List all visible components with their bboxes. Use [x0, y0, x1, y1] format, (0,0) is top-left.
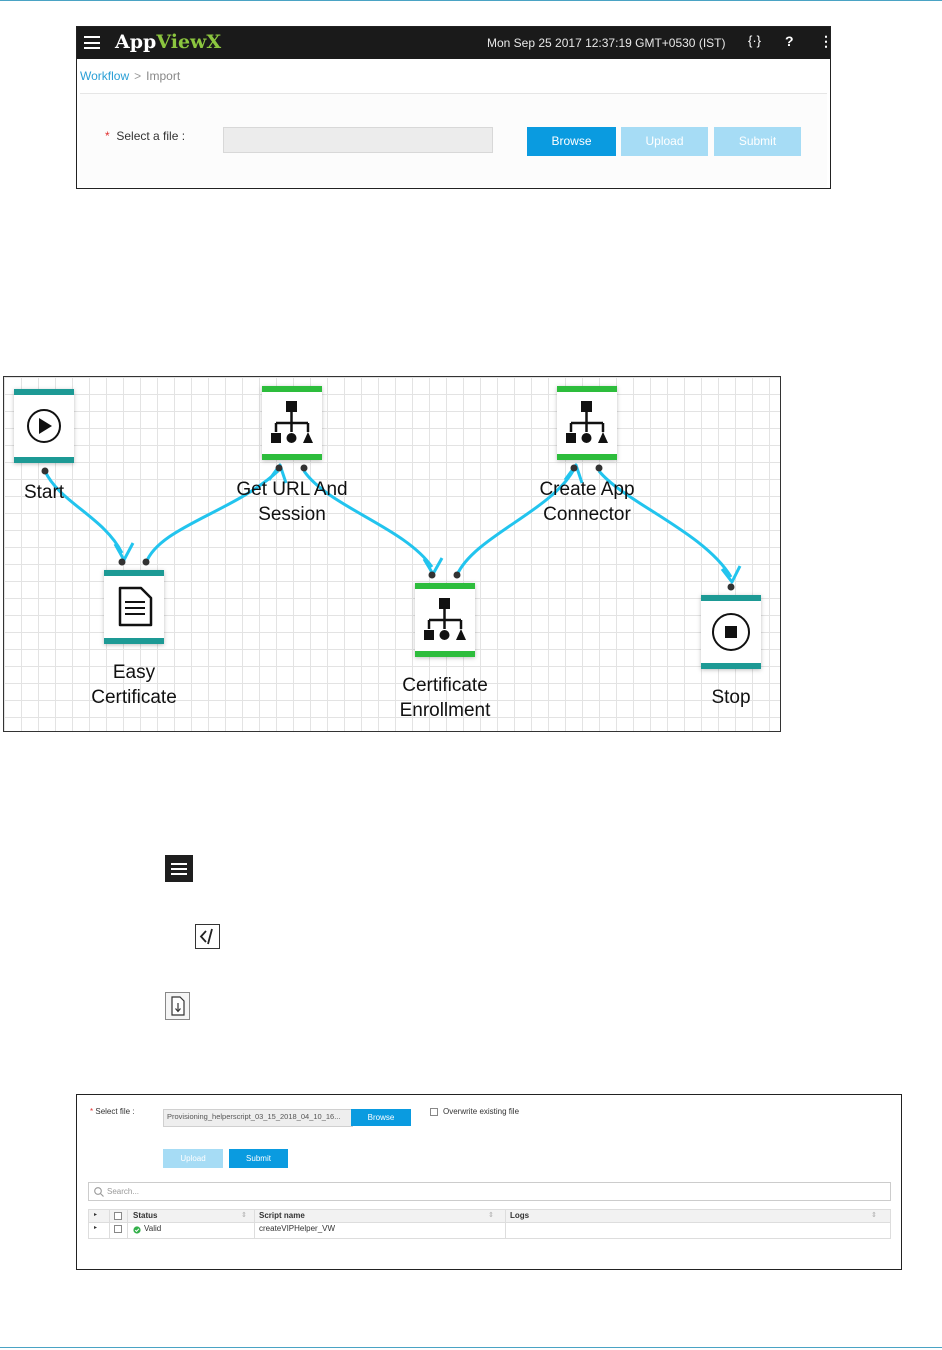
- hamburger-menu-icon[interactable]: [84, 36, 100, 49]
- column-header-status[interactable]: Status: [133, 1211, 158, 1220]
- node-create-app-connector[interactable]: [557, 386, 617, 460]
- port-easy-cert-out: [142, 558, 150, 566]
- help-icon[interactable]: ?: [785, 33, 794, 49]
- connection-ports: [41, 464, 735, 591]
- upload-button[interactable]: Upload: [621, 127, 708, 156]
- select-file-label: * Select a file :: [105, 129, 186, 143]
- top-bar: AppViewX Mon Sep 25 2017 12:37:19 GMT+05…: [77, 27, 833, 59]
- submit-button[interactable]: Submit: [714, 127, 801, 156]
- scripts-table: ▸ Status ⇕ Script name ⇕ Logs ⇕ ▸ Valid …: [88, 1209, 891, 1239]
- column-header-logs[interactable]: Logs: [510, 1211, 530, 1220]
- port-cert-enroll-out: [453, 571, 461, 579]
- row-checkbox[interactable]: [114, 1225, 122, 1233]
- file-path-field[interactable]: [223, 127, 493, 153]
- node-easy-certificate[interactable]: [104, 570, 164, 644]
- connector-get-url-to-certificate-enrollment: [302, 470, 434, 568]
- arrowhead-stop: [720, 565, 742, 584]
- document-icon: [118, 586, 153, 627]
- hierarchy-icon: [424, 598, 466, 640]
- provisioning-import-screenshot: * Select file : Provisioning_helperscrip…: [76, 1094, 902, 1270]
- search-input[interactable]: Search...: [88, 1182, 891, 1201]
- search-placeholder: Search...: [107, 1187, 140, 1196]
- upload-button[interactable]: Upload: [163, 1149, 223, 1168]
- table-header: [89, 1210, 890, 1223]
- sort-icon[interactable]: ⇕: [488, 1212, 494, 1219]
- more-options-icon[interactable]: ⋮: [819, 33, 833, 49]
- row-script-name: createVIPHelper_VW: [259, 1224, 336, 1233]
- breadcrumb-current: Import: [146, 69, 181, 83]
- hierarchy-icon: [566, 401, 608, 443]
- port-cert-enroll-in: [428, 571, 436, 579]
- node-get-url-and-session[interactable]: [262, 386, 322, 460]
- overwrite-checkbox[interactable]: [430, 1108, 438, 1116]
- expand-all-icon[interactable]: ▸: [94, 1212, 98, 1218]
- connector-lines: [43, 469, 733, 578]
- port-create-app-out: [595, 464, 603, 472]
- connector-certificate-enrollment-to-create-app: [455, 470, 575, 576]
- top-rule: [0, 0, 942, 1]
- select-file-label: * Select file :: [90, 1107, 135, 1116]
- breadcrumb: Workflow > Import: [80, 69, 180, 83]
- breadcrumb-workflow-link[interactable]: Workflow: [80, 69, 130, 83]
- connector-easy-certificate-to-get-url: [144, 469, 280, 564]
- sort-icon[interactable]: ⇕: [871, 1212, 877, 1219]
- sort-icon[interactable]: ⇕: [241, 1212, 247, 1219]
- browse-button[interactable]: Browse: [351, 1109, 411, 1126]
- search-icon: [94, 1187, 104, 1197]
- port-create-app-in: [570, 464, 578, 472]
- valid-check-icon: [133, 1226, 141, 1234]
- hamburger-menu-icon: [165, 855, 193, 882]
- file-import-icon: [165, 992, 190, 1020]
- breadcrumb-separator: >: [134, 69, 142, 83]
- select-all-checkbox[interactable]: [114, 1212, 122, 1220]
- import-screenshot: AppViewX Mon Sep 25 2017 12:37:19 GMT+05…: [76, 26, 833, 189]
- code-icon[interactable]: {·}: [748, 33, 762, 48]
- submit-button[interactable]: Submit: [229, 1149, 288, 1168]
- column-header-script-name[interactable]: Script name: [259, 1211, 305, 1220]
- play-icon: [27, 409, 61, 443]
- row-status: Valid: [144, 1224, 162, 1233]
- app-logo: AppViewX: [115, 31, 222, 53]
- row-expand-icon[interactable]: ▸: [94, 1225, 98, 1231]
- file-path-value: Provisioning_helperscript_03_15_2018_04_…: [167, 1112, 341, 1121]
- arrowhead-create-app: [563, 463, 584, 484]
- connector-start-to-easy-certificate: [43, 470, 124, 554]
- port-start-out: [41, 467, 49, 475]
- bottom-rule: [0, 1347, 942, 1348]
- port-easy-cert-in: [118, 558, 126, 566]
- port-get-url-in: [275, 464, 283, 472]
- node-label-start: Start: [23, 482, 65, 503]
- overwrite-label: Overwrite existing file: [443, 1107, 520, 1116]
- stop-icon: [712, 613, 750, 651]
- node-stop[interactable]: [701, 595, 761, 669]
- browse-button[interactable]: Browse: [527, 127, 616, 156]
- port-stop-in: [727, 583, 735, 591]
- node-certificate-enrollment[interactable]: [415, 583, 475, 657]
- table-row[interactable]: ▸ Valid createVIPHelper_VW: [89, 1223, 890, 1237]
- workflow-connectors: [14, 386, 761, 669]
- datetime-display: Mon Sep 25 2017 12:37:19 GMT+0530 (IST): [487, 36, 726, 50]
- node-label-stop: Stop: [711, 687, 751, 708]
- code-view-icon: [195, 924, 220, 949]
- port-get-url-out: [300, 464, 308, 472]
- node-start[interactable]: [14, 389, 74, 463]
- hierarchy-icon: [271, 401, 313, 443]
- required-marker: *: [105, 129, 110, 143]
- connector-create-app-to-stop: [597, 470, 733, 578]
